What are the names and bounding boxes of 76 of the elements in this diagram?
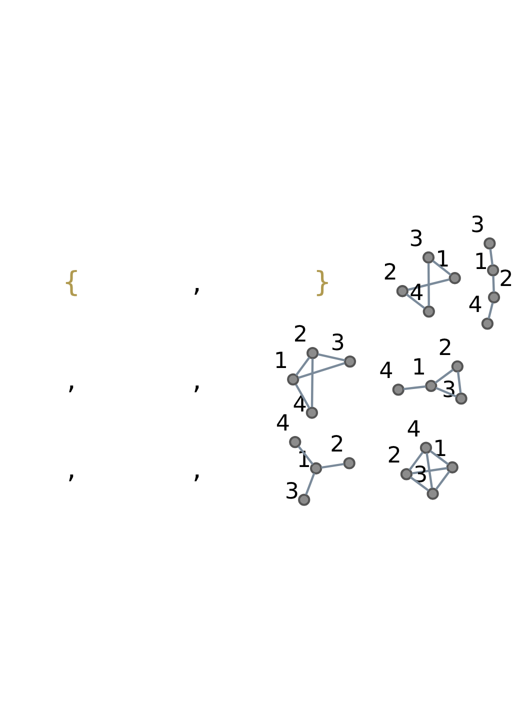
- node-label: 1: [474, 248, 488, 274]
- node-label: 4: [379, 358, 394, 384]
- node-label: 2: [499, 265, 514, 292]
- node-label: 2: [330, 431, 344, 458]
- connector: [489, 248, 494, 265]
- node-circle: [484, 236, 496, 250]
- node-label: 3: [330, 329, 345, 356]
- connector: [426, 452, 434, 488]
- connector: [430, 450, 449, 465]
- label: {: [62, 265, 80, 298]
- connector: [412, 466, 448, 474]
- node-circle: [425, 379, 438, 392]
- node-circle: [400, 468, 413, 480]
- node-label: 2: [383, 259, 398, 286]
- node-label: 3: [284, 478, 300, 504]
- connector: [435, 470, 450, 490]
- connector: [408, 278, 450, 290]
- connector: [427, 262, 430, 306]
- connector: [403, 384, 426, 390]
- connector: [305, 472, 316, 495]
- connector: [456, 370, 462, 393]
- node-circle: [481, 317, 494, 330]
- node-circle: [392, 383, 404, 396]
- connector: [295, 356, 310, 376]
- node-label: 1: [274, 347, 288, 374]
- node-circle: [455, 392, 468, 404]
- node-circle: [426, 487, 439, 500]
- node-circle: [344, 354, 356, 368]
- node-label: 2: [438, 334, 452, 360]
- connector: [295, 384, 310, 408]
- connector: [492, 275, 495, 292]
- label: ,: [66, 451, 76, 484]
- node-circle: [488, 290, 500, 303]
- label: ,: [192, 362, 202, 396]
- node-circle: [306, 406, 318, 418]
- node-circle: [422, 250, 435, 264]
- connector: [318, 352, 346, 361]
- node-circle: [446, 460, 458, 473]
- node-circle: [451, 360, 464, 372]
- node-circle: [289, 435, 302, 448]
- connector: [298, 362, 345, 378]
- node-label: 4: [406, 416, 421, 442]
- connector: [406, 292, 426, 309]
- node-label: 3: [409, 225, 424, 252]
- connector: [410, 476, 430, 491]
- node-label: 1: [433, 435, 448, 462]
- node-label: 2: [387, 442, 402, 468]
- connector: [310, 358, 314, 407]
- node-circle: [343, 456, 356, 469]
- node-circle: [448, 272, 461, 284]
- connector: [298, 445, 314, 464]
- node-circle: [420, 441, 432, 454]
- connector: [434, 368, 454, 384]
- label: ,: [66, 362, 76, 396]
- connector: [408, 451, 424, 470]
- node-circle: [487, 264, 500, 276]
- node-circle: [396, 284, 408, 297]
- label: ,: [192, 265, 202, 298]
- node-label: 3: [442, 376, 456, 403]
- node-label: 2: [293, 321, 308, 348]
- node-circle: [306, 346, 319, 359]
- node-circle: [422, 304, 435, 318]
- label: }: [313, 265, 332, 298]
- node-label: 4: [468, 292, 482, 318]
- label: ,: [192, 451, 202, 484]
- connector: [435, 386, 457, 398]
- node-label: 1: [412, 354, 426, 380]
- connector: [321, 462, 344, 468]
- connector: [488, 302, 494, 318]
- node-label: 4: [276, 410, 290, 436]
- node-circle: [287, 372, 300, 385]
- node-circle: [298, 493, 310, 506]
- connector: [432, 260, 452, 276]
- node-label: 4: [410, 280, 424, 306]
- node-circle: [310, 462, 322, 474]
- node-label: 3: [470, 211, 485, 238]
